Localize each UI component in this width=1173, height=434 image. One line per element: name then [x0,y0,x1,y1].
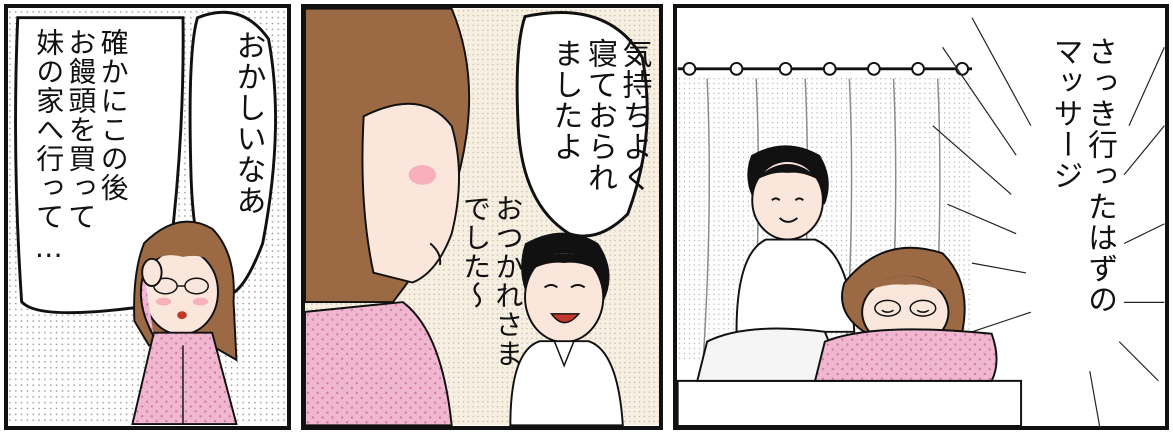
speed-lines [932,17,1165,426]
therapist [696,145,856,382]
panel-right-art [677,17,1165,426]
staff-man [509,232,624,426]
thought-caption-text: 確かにこの後 お饅頭を買って 妹の家へ行って… [32,28,130,265]
staff-speech-text: 気持ちよく 寝ておられ ましたよ [547,38,652,193]
woman-figure [131,220,238,426]
narration-text: さっき行ったはずの マッサージ [1047,36,1118,315]
panel-middle-art [305,8,659,426]
panel-left: おかしいなあ 確かにこの後 お饅頭を買って 妹の家へ行って… [4,4,291,430]
woman-speech-text: おかしいなあ [230,30,266,216]
massage-table [677,379,1023,426]
staff-greeting-text: おつかれさま でした〜 [459,194,525,368]
lying-woman [813,246,998,382]
panel-left-art [8,9,287,426]
woman-profile [305,8,471,426]
speech-bubble [515,11,649,238]
panel-middle: 気持ちよく 寝ておられ ましたよ おつかれさま でした〜 [301,4,663,430]
panel-right: さっき行ったはずの マッサージ [673,4,1169,430]
